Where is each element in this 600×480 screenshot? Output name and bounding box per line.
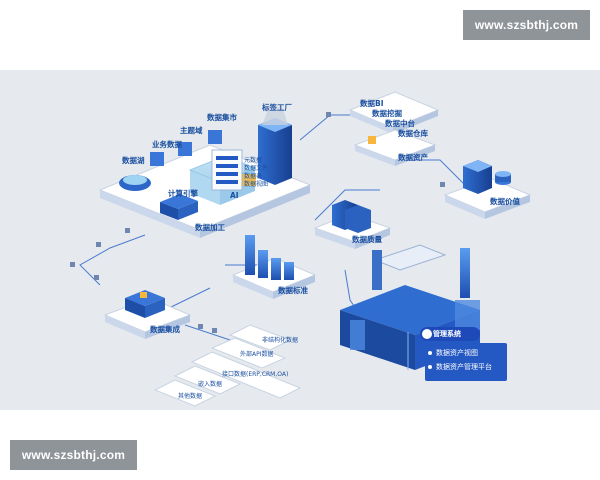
catalog-item-1: 元数据 bbox=[244, 156, 262, 164]
label-data-mining: 数据挖掘 bbox=[372, 108, 402, 118]
management-item-label: 数据资产管理平台 bbox=[436, 363, 492, 371]
management-item: 数据资产管理平台 bbox=[425, 360, 507, 374]
label-data-asset: 数据资产 bbox=[398, 152, 428, 162]
platform-data-integration bbox=[103, 290, 192, 339]
watermark-bottom: www.szsbthj.com bbox=[10, 440, 137, 470]
source-embedded: 嵌入数据 bbox=[198, 380, 222, 388]
label-data-lake: 数据湖 bbox=[122, 155, 145, 165]
platform-data-standard bbox=[231, 235, 317, 299]
management-system-title: 管理系统 bbox=[420, 327, 480, 341]
label-ai: AI bbox=[230, 191, 239, 200]
platform-data-processing bbox=[98, 106, 312, 238]
label-data-processing: 数据加工 bbox=[195, 222, 225, 232]
source-other: 其他数据 bbox=[178, 392, 202, 400]
label-data-value: 数据价值 bbox=[490, 196, 520, 206]
label-business-data: 业务数据 bbox=[152, 139, 182, 149]
catalog-item-2: 数据文件 bbox=[244, 164, 268, 172]
bullet-icon bbox=[428, 365, 432, 369]
platform-data-bi bbox=[348, 91, 440, 166]
label-middle-platform: 数据中台 bbox=[385, 118, 415, 128]
label-warehouse: 数据仓库 bbox=[398, 128, 428, 138]
architecture-diagram: 数据加工 数据湖 业务数据 主题域 数据集市 计算引擎 AI 标签工厂 元数据 … bbox=[70, 91, 532, 407]
diagram-labels: 数据加工 数据湖 业务数据 主题域 数据集市 计算引擎 AI 标签工厂 元数据 … bbox=[122, 98, 520, 400]
label-label-factory: 标签工厂 bbox=[261, 102, 292, 112]
label-data-bi: 数据BI bbox=[360, 98, 384, 108]
management-item: 数据资产视图 bbox=[425, 346, 507, 360]
catalog-item-4: 数据视图 bbox=[244, 180, 268, 188]
source-interface: 接口数据(ERP,CRM,OA) bbox=[222, 370, 288, 378]
label-data-integration: 数据集成 bbox=[150, 324, 180, 334]
label-compute: 计算引擎 bbox=[168, 188, 198, 198]
label-theme-data: 主题域 bbox=[180, 125, 203, 135]
catalog-item-3: 数据表 bbox=[244, 172, 262, 180]
system-icon bbox=[422, 329, 432, 339]
management-system-title-text: 管理系统 bbox=[433, 330, 461, 338]
source-external-api: 外部API数据 bbox=[240, 350, 274, 358]
diagram-background: 数据加工 数据湖 业务数据 主题域 数据集市 计算引擎 AI 标签工厂 元数据 … bbox=[0, 70, 600, 410]
management-item-label: 数据资产视图 bbox=[436, 349, 478, 357]
source-data-slabs bbox=[153, 324, 302, 407]
label-data-standard: 数据标准 bbox=[278, 285, 308, 295]
bullet-icon bbox=[428, 351, 432, 355]
source-unstructured: 非结构化数据 bbox=[262, 336, 298, 344]
management-system-list: 数据资产视图 数据资产管理平台 bbox=[425, 343, 507, 381]
platform-data-value bbox=[443, 160, 532, 219]
connector-nodes bbox=[70, 112, 445, 333]
platform-data-quality bbox=[313, 200, 392, 249]
label-data-quality: 数据质量 bbox=[352, 234, 382, 244]
label-data-mart: 数据集市 bbox=[207, 112, 237, 122]
watermark-top: www.szsbthj.com bbox=[463, 10, 590, 40]
